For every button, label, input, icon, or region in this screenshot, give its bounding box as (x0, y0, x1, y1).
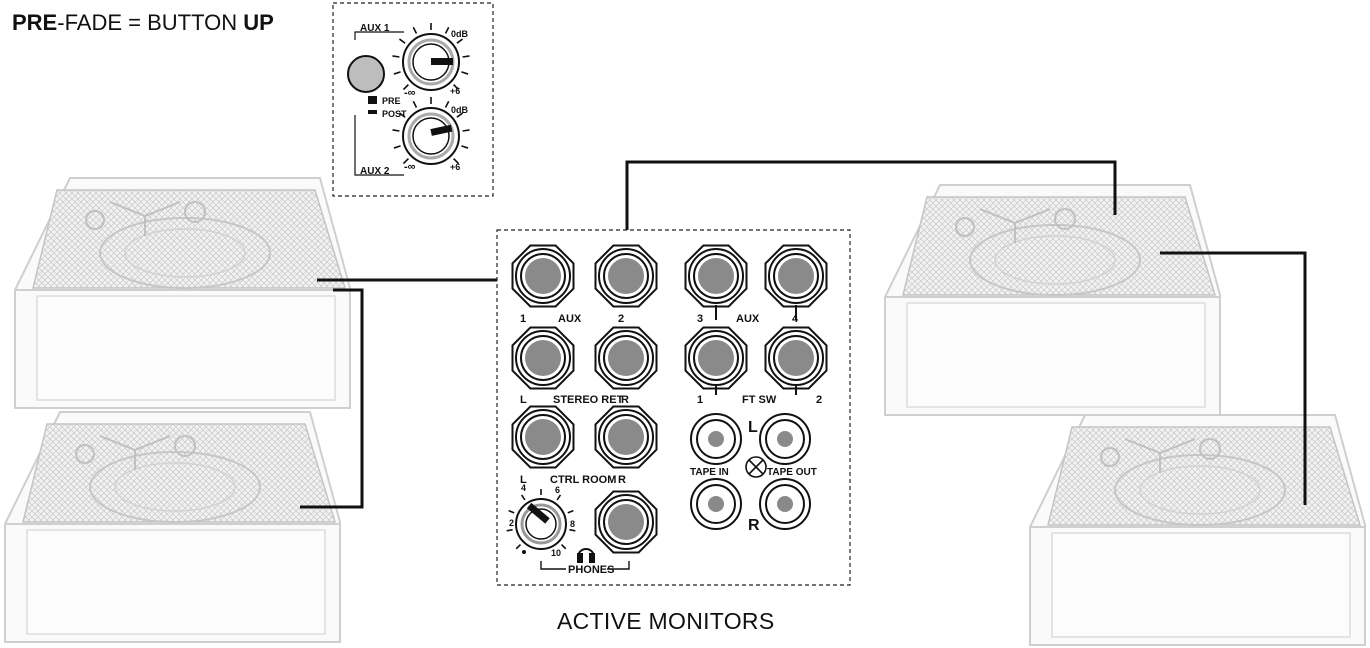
knob-tick (462, 55, 470, 58)
aux3-number: 3 (697, 313, 703, 325)
phones-scale-8: 8 (570, 519, 575, 529)
phones-level-knob[interactable] (506, 489, 576, 550)
aux2-min-label: -∞ (404, 161, 416, 173)
headphones-icon (577, 548, 595, 563)
stereo-ret-r: R (621, 394, 629, 406)
knob-tick (453, 84, 460, 91)
aux2-label: AUX 2 (360, 166, 390, 177)
aux3-jack[interactable] (684, 244, 748, 308)
knob-tick (444, 100, 450, 108)
knob-tick (456, 38, 464, 44)
aux-send-panel: AUX 1 AUX 2 PRE POST 0dB -∞ +6 0dB -∞ +6 (332, 2, 494, 197)
knob-tick (520, 494, 526, 501)
monitor-speaker (884, 184, 1221, 416)
aux1-max-label: +6 (450, 86, 460, 96)
monitor-speaker (14, 177, 351, 409)
post-indicator-icon (368, 110, 377, 114)
knob-tick (412, 26, 418, 34)
tape-out-l-jack[interactable] (759, 413, 811, 465)
active-monitors-caption: ACTIVE MONITORS (557, 608, 775, 634)
knob-tick (508, 509, 515, 514)
aux1-level-knob[interactable] (392, 23, 470, 91)
tape-cross-icon (745, 456, 767, 478)
stereo-ret-l: L (520, 394, 527, 406)
monitor-speaker (4, 411, 341, 643)
aux-label-right: AUX (736, 313, 760, 325)
knob-tick (392, 129, 400, 132)
ctrl-room-l-jack[interactable] (511, 405, 575, 469)
knob-tick (456, 112, 464, 118)
aux2-number: 2 (618, 313, 624, 325)
knob-tick (444, 26, 450, 34)
patchbay-panel: 1 AUX 2 3 AUX 4 L STEREO RET R 1 FT SW 2… (496, 229, 851, 586)
tape-in-l-jack[interactable] (690, 413, 742, 465)
ctrl-room-r-jack[interactable] (594, 405, 658, 469)
phones-jack[interactable] (594, 490, 658, 554)
ctrl-room-r: R (618, 474, 626, 486)
heading-pre: PRE (12, 10, 58, 35)
phones-scale-10: 10 (551, 548, 561, 558)
phones-scale-4: 4 (521, 483, 526, 493)
aux2-max-label: +6 (450, 162, 460, 172)
ft-sw-label: FT SW (742, 394, 777, 406)
knob-tick (453, 158, 460, 165)
knob-tick (462, 129, 470, 132)
aux1-0db-label: 0dB (451, 29, 469, 39)
aux2-0db-label: 0dB (451, 105, 469, 115)
aux2-jack[interactable] (594, 244, 658, 308)
phones-label: PHONES (568, 564, 614, 576)
knob-tick (515, 543, 522, 550)
knob-tick (402, 158, 409, 165)
tape-out-r-jack[interactable] (759, 478, 811, 530)
ctrl-room-l: L (520, 474, 527, 486)
tape-in-label: TAPE IN (690, 467, 729, 478)
stereo-ret-r-jack[interactable] (594, 326, 658, 390)
ft-sw-1-jack[interactable] (684, 326, 748, 390)
knob-tick (393, 71, 401, 75)
tape-in-r-jack[interactable] (690, 478, 742, 530)
aux1-number: 1 (520, 313, 526, 325)
pre-indicator-icon (368, 96, 377, 104)
knob-tick (556, 494, 562, 501)
phones-scale-6: 6 (555, 485, 560, 495)
aux1-jack[interactable] (511, 244, 575, 308)
knob-tick (461, 71, 469, 75)
pre-fade-heading: PRE-FADE = BUTTON UP (12, 10, 274, 36)
knob-tick (402, 84, 409, 91)
knob-tick (560, 543, 567, 550)
knob-tick (412, 100, 418, 108)
knob-tick (398, 112, 406, 118)
tape-out-label: TAPE OUT (767, 467, 817, 478)
aux1-min-label: -∞ (404, 87, 416, 99)
aux-label-left: AUX (558, 313, 582, 325)
ft-sw-2-jack[interactable] (764, 326, 828, 390)
aux4-jack[interactable] (764, 244, 828, 308)
pre-label: PRE (382, 96, 401, 106)
monitor-speaker (1029, 414, 1366, 646)
ft-sw-1: 1 (697, 394, 703, 406)
knob-tick (569, 528, 576, 532)
aux2-level-knob[interactable] (392, 97, 470, 165)
tape-r-label: R (748, 517, 760, 534)
post-label: POST (382, 109, 407, 119)
pre-post-button[interactable] (347, 55, 385, 93)
stereo-ret-l-jack[interactable] (511, 326, 575, 390)
knob-tick (392, 55, 400, 58)
tape-l-label: L (748, 419, 758, 436)
ft-sw-2: 2 (816, 394, 822, 406)
knob-tick (398, 38, 406, 44)
knob-tick (567, 509, 574, 514)
aux1-label: AUX 1 (360, 23, 390, 34)
heading-up: UP (243, 10, 274, 35)
knob-tick (506, 528, 513, 532)
knob-tick (393, 145, 401, 149)
heading-mid: -FADE = BUTTON (57, 10, 244, 35)
knob-tick (461, 145, 469, 149)
phones-scale-2: 2 (509, 518, 514, 528)
ctrl-room-label: CTRL ROOM (550, 474, 616, 486)
stereo-ret-label: STEREO RET (553, 394, 624, 406)
